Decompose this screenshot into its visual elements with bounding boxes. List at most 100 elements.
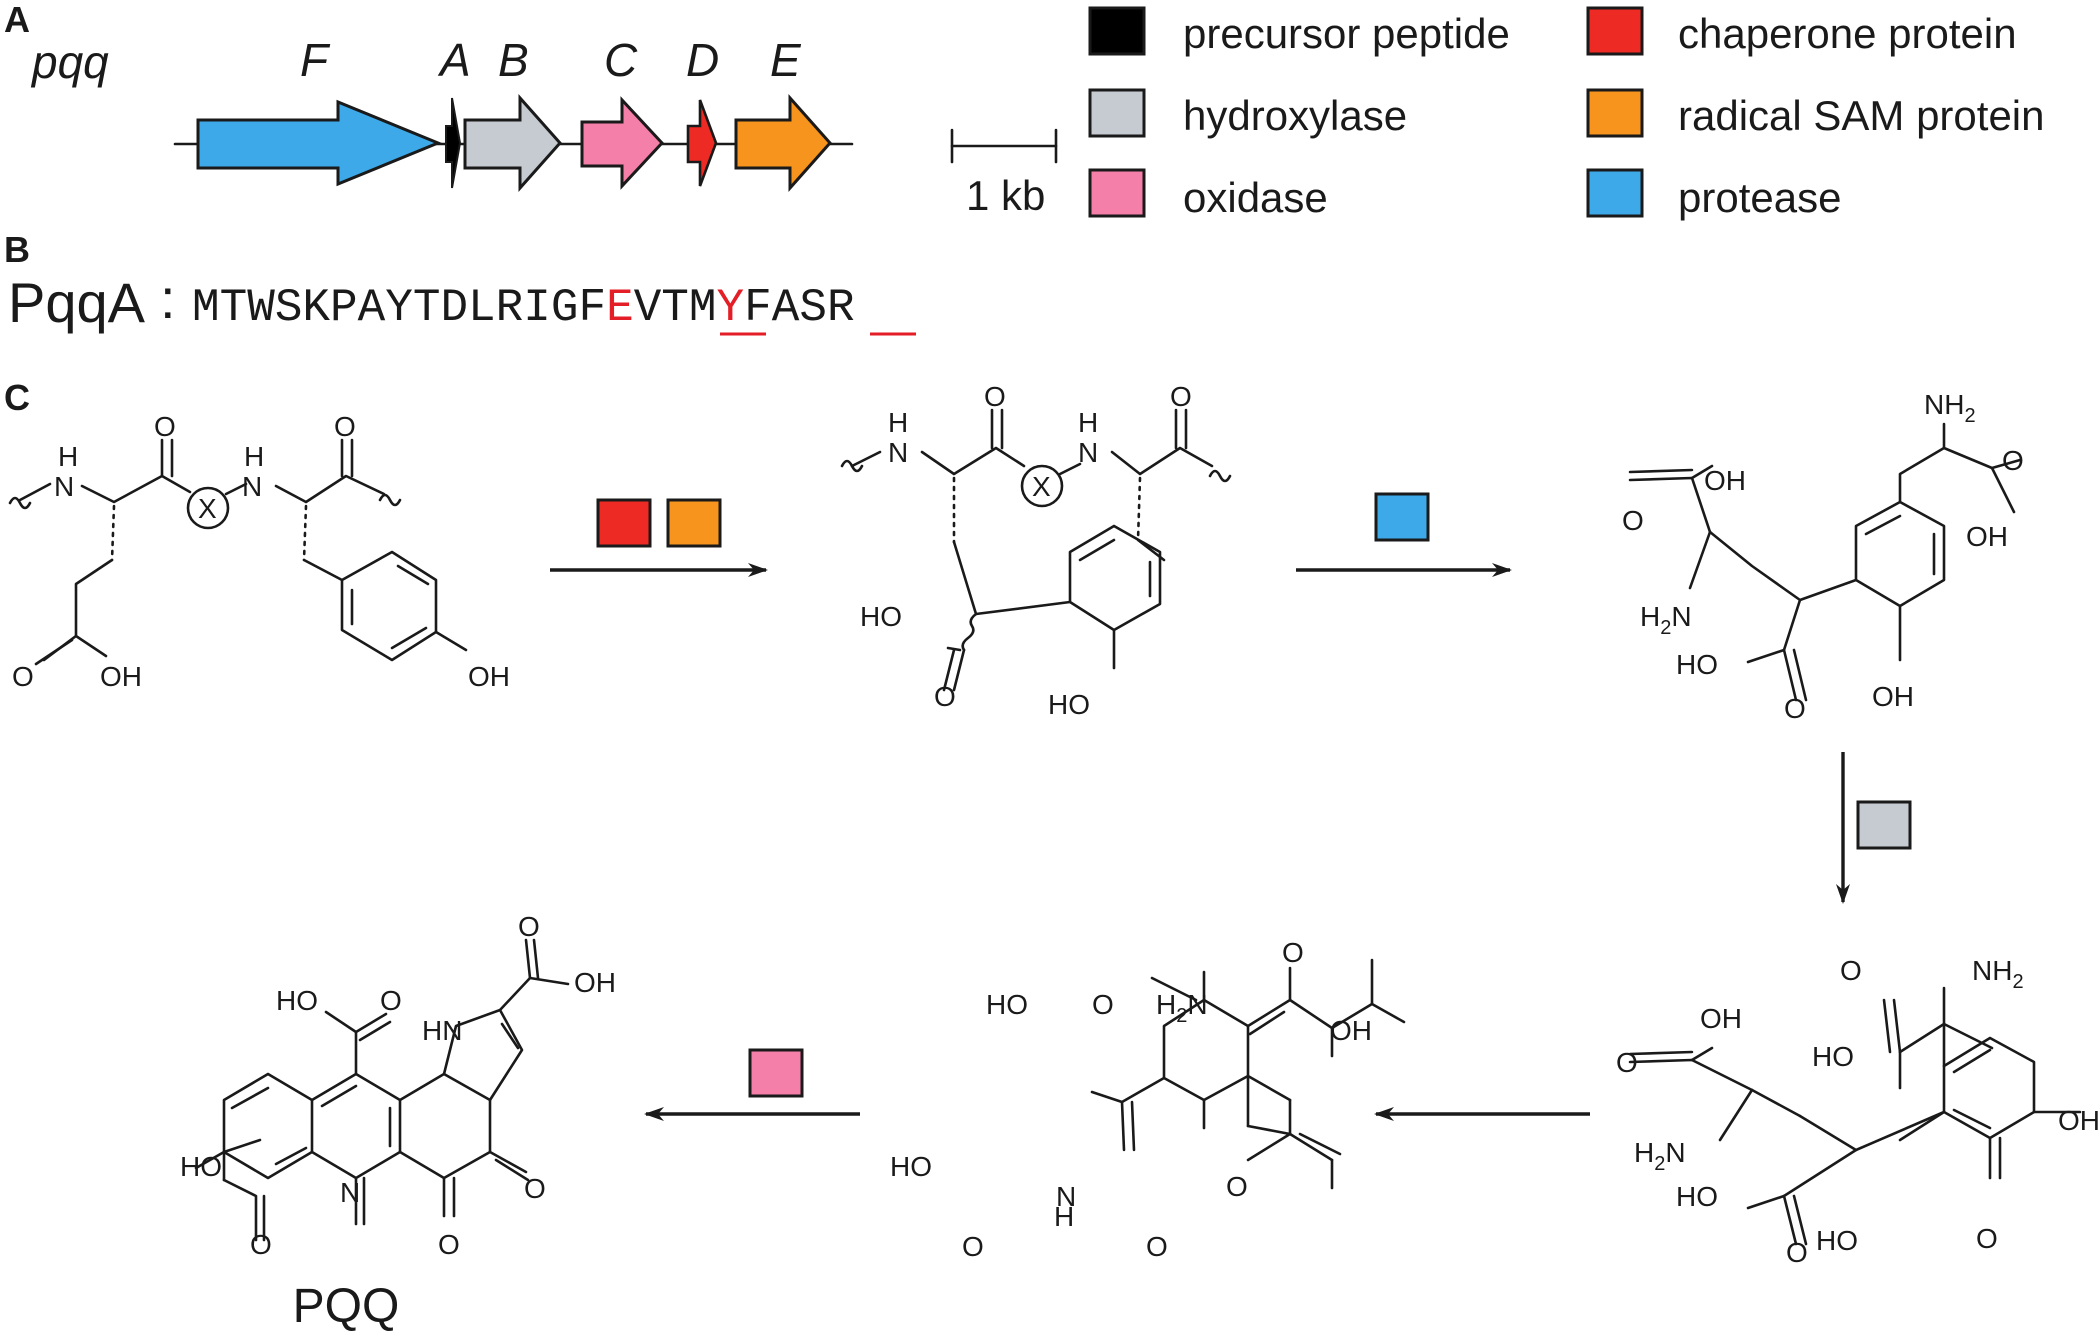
atom-h-3: H: [888, 407, 908, 438]
sequence-highlight-glu: E: [606, 282, 634, 334]
legend-swatch-precursor-peptide: [1088, 6, 1146, 56]
atom-oh-6: OH: [2058, 1105, 2100, 1136]
atom-o-8: O: [1622, 505, 1644, 536]
atom-n-5: N: [1056, 1181, 1076, 1212]
atom-ho-6: HO: [1676, 1181, 1718, 1212]
legend-swatch-oxidase: [1088, 168, 1146, 218]
atom-h2n-2: H2N: [1634, 1137, 1686, 1175]
legend-label-protease: protease: [1678, 174, 1841, 221]
sequence-part-2: VTM: [634, 282, 717, 334]
panel-c-letter: C: [4, 377, 30, 418]
atom-o-6: O: [934, 681, 956, 712]
atom-nh2-1: NH2: [1924, 389, 1976, 427]
gene-label-D: D: [686, 34, 719, 86]
atom-oh-5: OH: [1872, 681, 1914, 712]
atom-o-13: O: [1786, 1237, 1808, 1268]
legend-item-protease: protease: [1586, 168, 1841, 221]
gene-A: A: [437, 34, 471, 189]
atom-h-1: H: [58, 441, 78, 472]
pqq-product-label: PQQ: [293, 1280, 400, 1333]
atom-x-1: X: [198, 493, 217, 524]
step2-protease-swatch: [1374, 492, 1430, 542]
atom-oh-2: OH: [468, 661, 510, 692]
atom-n-2: N: [242, 471, 262, 502]
atom-h2n-1: H2N: [1640, 601, 1692, 639]
step-1: [550, 498, 768, 577]
step1-radical-sam-swatch: [666, 498, 722, 548]
atom-ho-9: HO: [276, 985, 318, 1016]
legend-item-oxidase: oxidase: [1088, 168, 1328, 221]
gene-label-C: C: [604, 34, 638, 86]
atom-h2n-3: H2N: [1156, 989, 1208, 1027]
atom-n-4: N: [1078, 437, 1098, 468]
structure-free-crosslink: NH2 O OH OH O H2N HO O OH: [1622, 389, 2024, 724]
legend-label-hydroxylase: hydroxylase: [1183, 92, 1407, 139]
atom-o-5: O: [1170, 381, 1192, 412]
atom-ho-5: HO: [1816, 1225, 1858, 1256]
atom-o-22: O: [438, 1229, 460, 1260]
gene-arrow-C: [580, 96, 665, 190]
gene-label-A: A: [437, 34, 471, 86]
gene-C: C: [580, 34, 665, 190]
sequence-part-3: FASR: [744, 282, 854, 334]
step-5: [644, 1048, 860, 1121]
sequence-label: PqqA: [8, 271, 146, 334]
panel-a-letter: A: [4, 0, 30, 40]
atom-o-20: O: [518, 911, 540, 942]
atom-oh-1: OH: [100, 661, 142, 692]
atom-ho-2: HO: [1048, 689, 1090, 720]
legend-item-precursor-peptide: precursor peptide: [1088, 6, 1510, 57]
atom-o-2: O: [334, 411, 356, 442]
panel-b: B PqqA : MTWSKPAYTDLRIGFEVTMYFASR: [4, 229, 916, 336]
panel-c: C H N O X: [4, 377, 2100, 1333]
legend-label-oxidase: oxidase: [1183, 174, 1328, 221]
atom-o-19: O: [380, 985, 402, 1016]
structure-crosslinked: H N O X H N O HO O HO: [840, 381, 1232, 720]
step5-oxidase-swatch: [748, 1048, 804, 1098]
atom-ho-10: HO: [180, 1151, 222, 1182]
sequence-separator: :: [160, 267, 176, 330]
atom-ho-8: HO: [890, 1151, 932, 1182]
legend-label-radical-sam-protein: radical SAM protein: [1678, 92, 2045, 139]
legend-item-hydroxylase: hydroxylase: [1088, 88, 1407, 139]
atom-oh-9: OH: [574, 967, 616, 998]
atom-hn-1: HN: [422, 1015, 462, 1046]
gene-label-F: F: [300, 34, 331, 86]
atom-x-2: X: [1032, 471, 1051, 502]
atom-o-9: O: [1784, 693, 1806, 724]
panel-b-letter: B: [4, 229, 30, 270]
atom-o-17: O: [1146, 1231, 1168, 1262]
atom-o-7: O: [2002, 445, 2024, 476]
step3-hydroxylase-swatch: [1856, 800, 1912, 850]
legend-item-chaperone-protein: chaperone protein: [1586, 6, 2017, 57]
legend-swatch-hydroxylase: [1088, 88, 1146, 138]
step1-chaperone-swatch: [596, 498, 652, 548]
gene-D: D: [686, 34, 719, 187]
atom-oh-4: OH: [1704, 465, 1746, 496]
atom-ho-4: HO: [1812, 1041, 1854, 1072]
gene-arrow-A: [445, 97, 462, 189]
operon-name: pqq: [30, 36, 109, 88]
sequence-text: MTWSKPAYTDLRIGFEVTMYFASR: [192, 282, 855, 334]
legend-label-precursor-peptide: precursor peptide: [1183, 10, 1510, 57]
atom-oh-8: OH: [1330, 1015, 1372, 1046]
gene-label-B: B: [498, 34, 529, 86]
panel-a: A pqq F A B C D: [4, 0, 2045, 221]
atom-o-23: O: [524, 1173, 546, 1204]
atom-o-1: O: [154, 411, 176, 442]
atom-o-10: O: [1840, 955, 1862, 986]
atom-o-21: O: [250, 1229, 272, 1260]
atom-ho-7: HO: [986, 989, 1028, 1020]
atom-ho-3: HO: [1676, 649, 1718, 680]
step-2: [1296, 492, 1512, 577]
sequence-part-1: MTWSKPAYTDLRIGF: [192, 282, 606, 334]
gene-arrow-E: [734, 94, 833, 192]
atom-h-4: H: [1078, 407, 1098, 438]
gene-label-E: E: [770, 34, 802, 86]
atom-o-15: O: [1282, 937, 1304, 968]
atom-o-18: O: [1226, 1171, 1248, 1202]
legend-label-chaperone-protein: chaperone protein: [1678, 10, 2017, 57]
atom-o-3: O: [12, 661, 34, 692]
atom-o-14: O: [1092, 989, 1114, 1020]
